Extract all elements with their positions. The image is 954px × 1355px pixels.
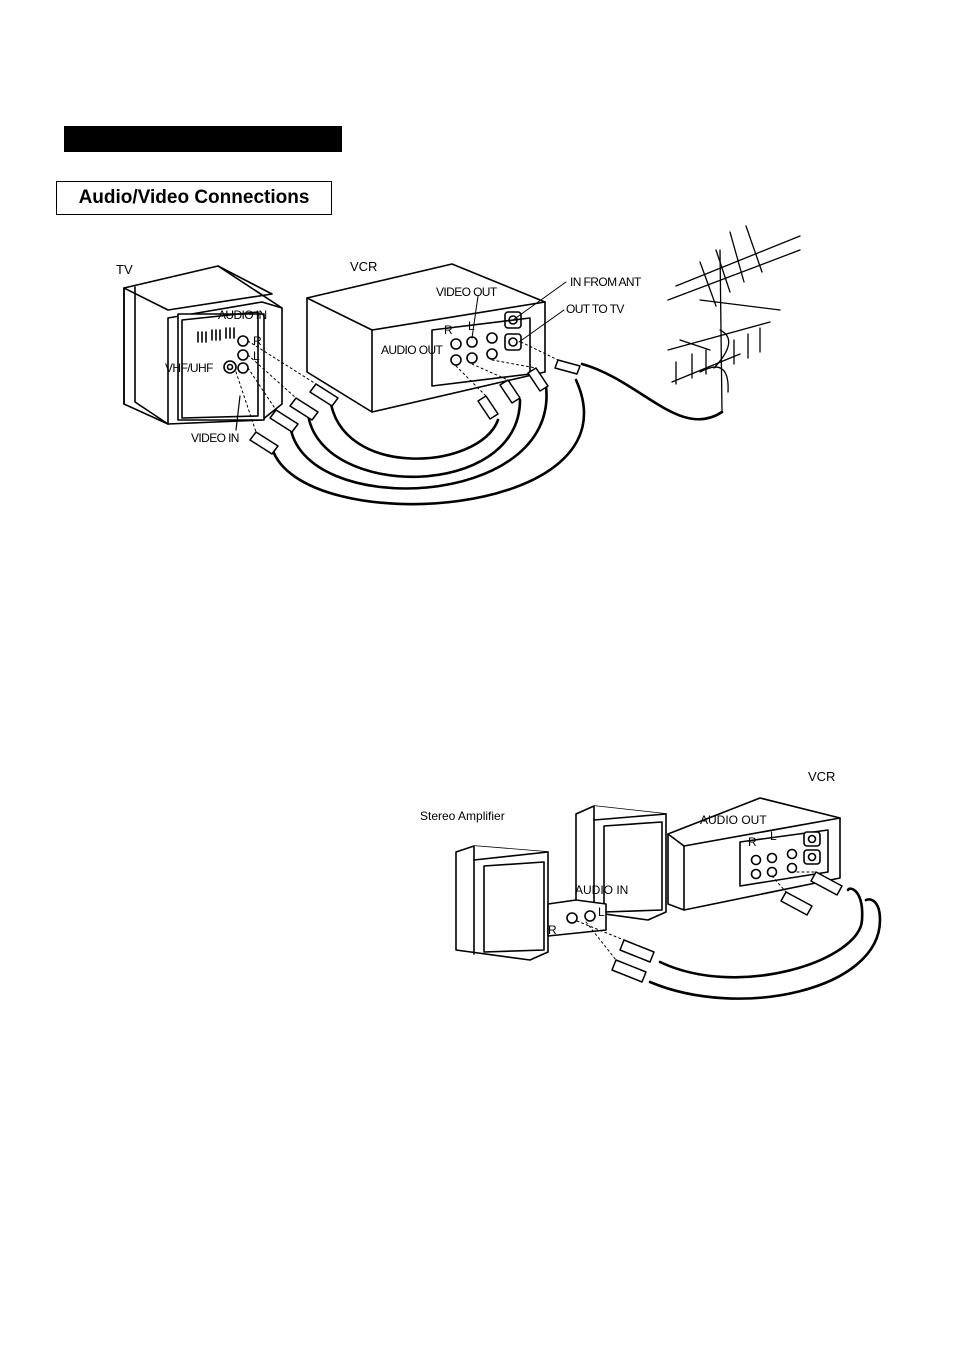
audio-in-label-2: AUDIO IN bbox=[575, 883, 628, 897]
antenna-illustration bbox=[668, 226, 800, 412]
stereo-amplifier-label: Stereo Amplifier bbox=[420, 809, 505, 823]
video-in-label: VIDEO IN bbox=[191, 431, 239, 445]
vcr-label: VCR bbox=[350, 259, 377, 274]
vcr2-r-label: R bbox=[748, 835, 757, 849]
vcr-r-label: R bbox=[444, 323, 453, 337]
diagram-tv-vcr-antenna: TV VCR AUDIO IN R L VHF/UHF VIDEO IN VID… bbox=[116, 226, 800, 504]
out-to-tv-label: OUT TO TV bbox=[566, 302, 624, 316]
audio-out-label: AUDIO OUT bbox=[381, 343, 444, 357]
tv-l-label: L bbox=[253, 349, 260, 363]
tv-r-label: R bbox=[253, 334, 262, 348]
vhf-uhf-label: VHF/UHF bbox=[165, 361, 213, 375]
vcr-l-label: L bbox=[468, 319, 475, 333]
audio-in-label: AUDIO IN bbox=[218, 308, 267, 322]
amp-r-label: R bbox=[548, 923, 557, 937]
video-out-label: VIDEO OUT bbox=[436, 285, 498, 299]
tv-label: TV bbox=[116, 262, 133, 277]
speaker-left bbox=[456, 846, 548, 960]
amp-l-label: L bbox=[598, 905, 605, 919]
vcr-label-2: VCR bbox=[808, 769, 835, 784]
audio-out-label-2: AUDIO OUT bbox=[700, 813, 767, 827]
vcr2-l-label: L bbox=[770, 829, 777, 843]
diagram-vcr-stereo-amplifier: Stereo Amplifier VCR AUDIO OUT AUDIO IN … bbox=[420, 769, 880, 999]
in-from-ant-label: IN FROM ANT bbox=[570, 275, 642, 289]
tv-illustration bbox=[124, 266, 282, 430]
